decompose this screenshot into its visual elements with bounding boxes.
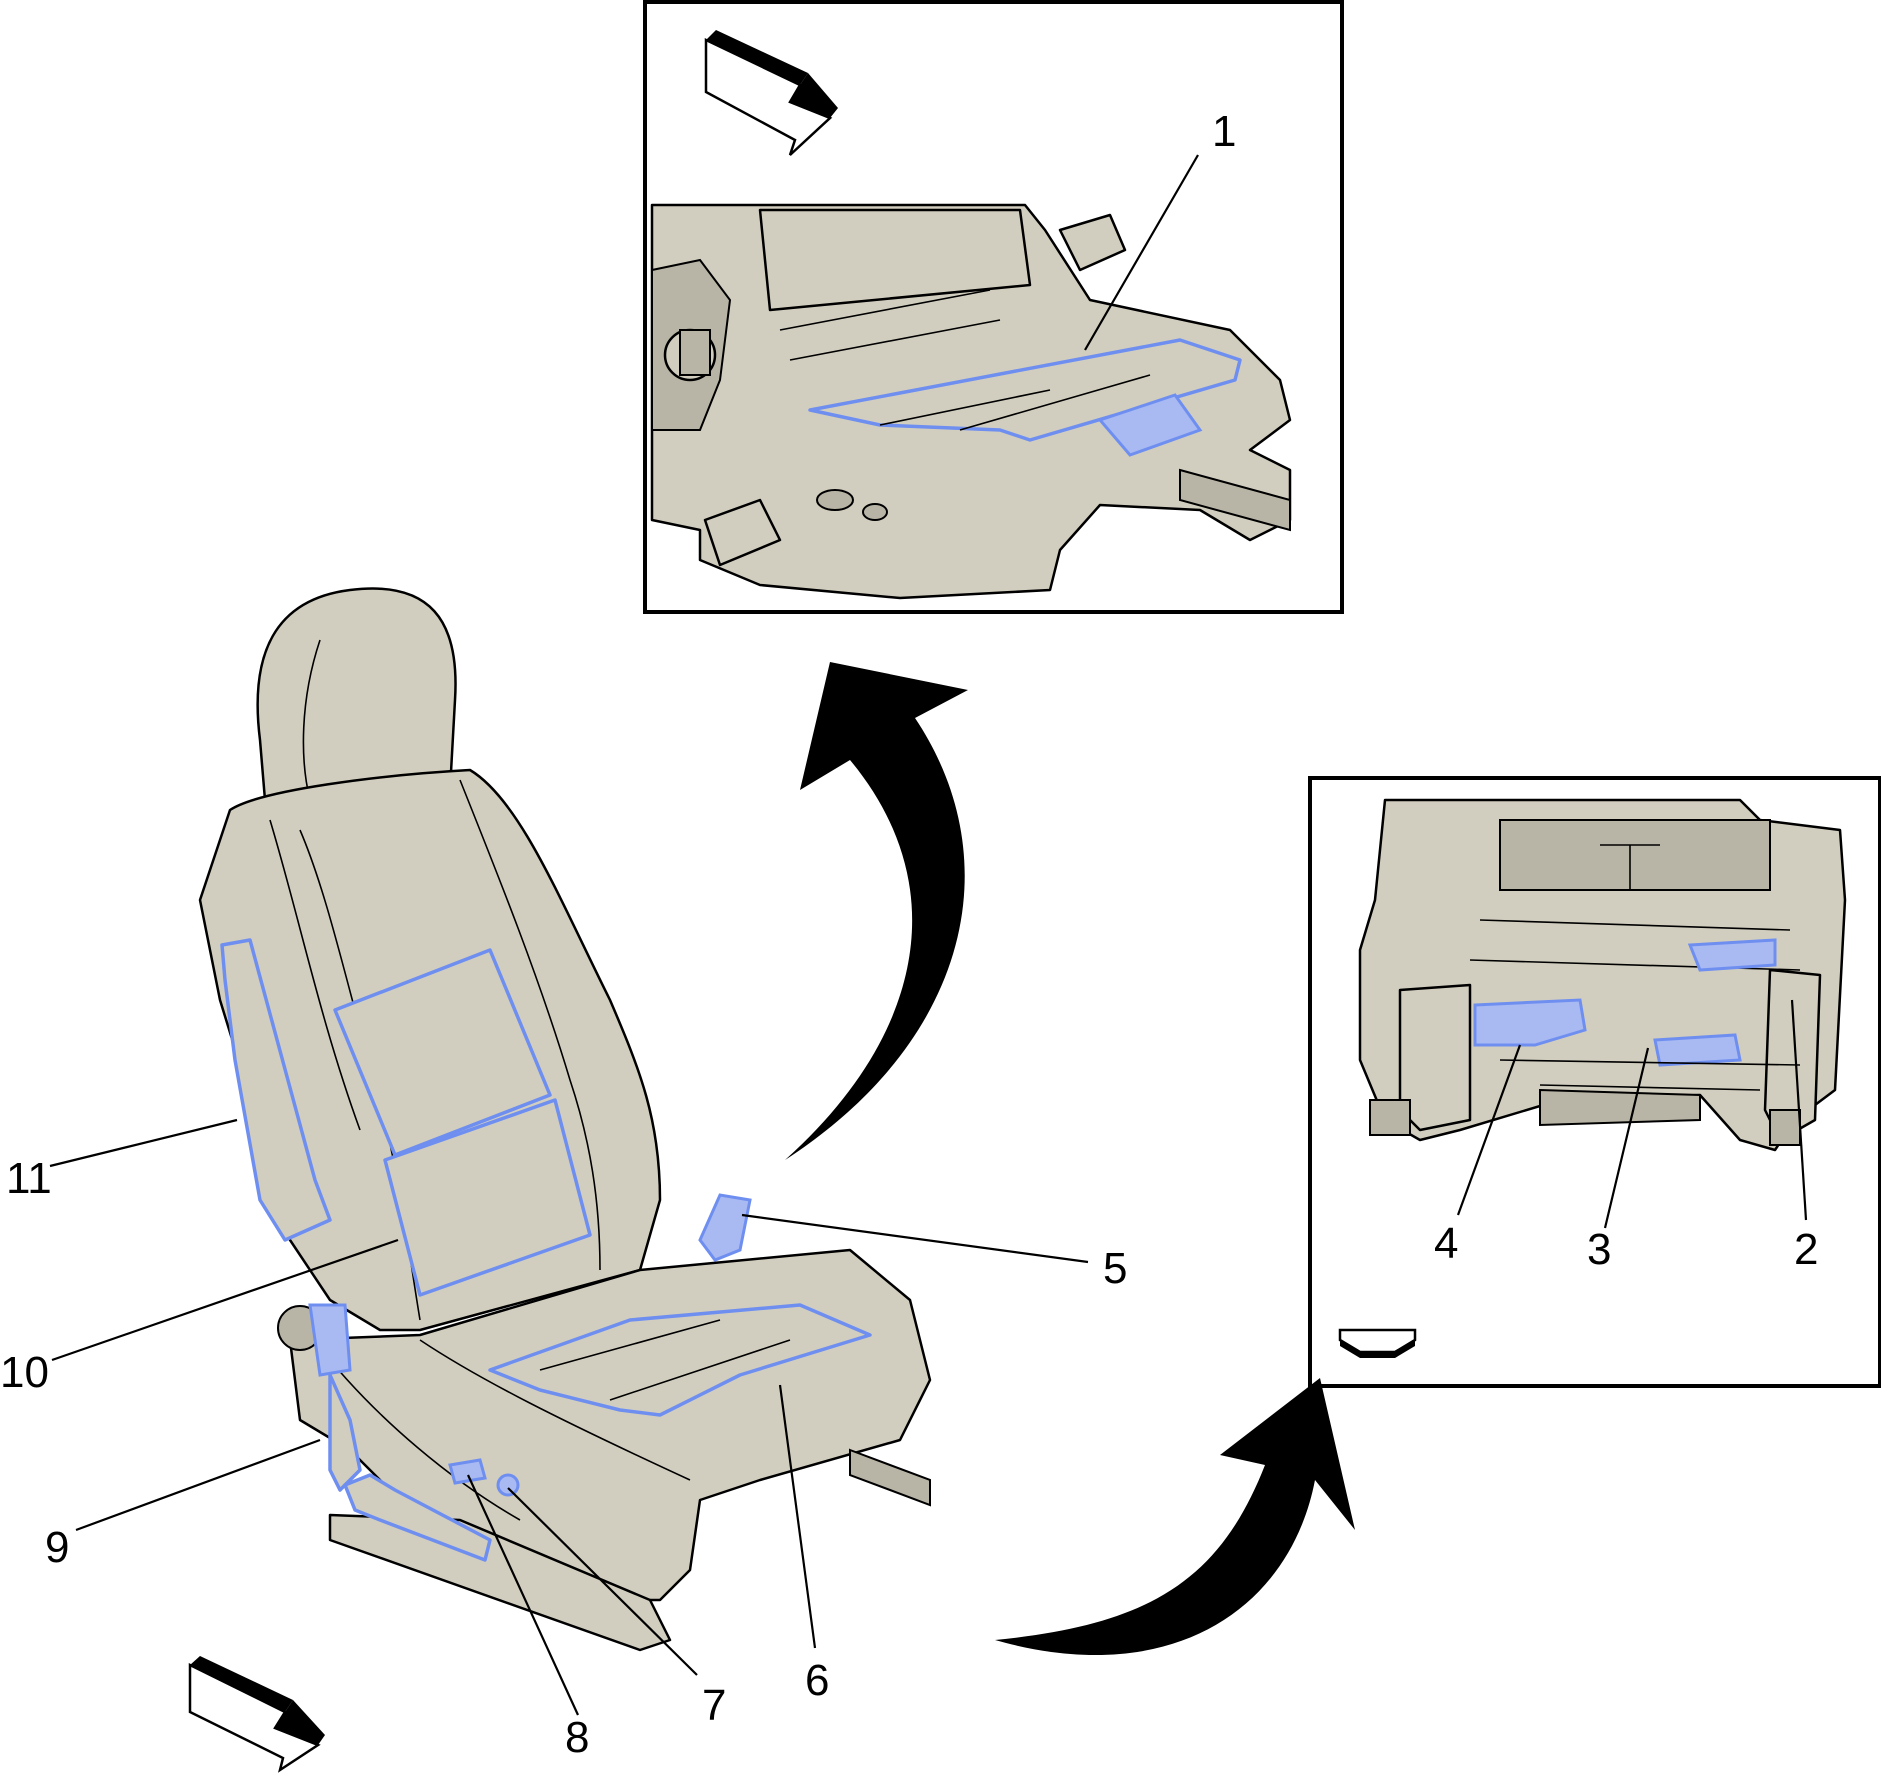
inset-seat-cushion-view [643,0,1344,614]
inset-seat-frame-drawing [1358,798,1847,1152]
callout-1: 1 [1212,107,1236,156]
headrest [256,587,457,807]
recliner-switch [308,1303,352,1377]
leader-7 [507,1487,698,1676]
direction-arrow-icon [188,1656,325,1773]
leader-5 [741,1213,1089,1264]
main-seat-drawing [198,587,932,1652]
seatback-side-module [220,938,332,1242]
down-arrow-icon [1338,1328,1417,1358]
seat-cushion-heater-pad [488,1303,872,1417]
leader-4 [1456,1044,1522,1216]
callout-3: 3 [1587,1225,1611,1274]
inset-seat-cushion-drawing [650,203,1292,600]
callout-11: 11 [6,1154,52,1203]
leader-6 [778,1384,817,1649]
motor-front [1473,998,1587,1047]
leader-3 [1603,1047,1650,1229]
motor-center [1653,1033,1742,1067]
callout-6: 6 [805,1656,829,1705]
callout-7: 7 [702,1681,726,1730]
seat-adjuster-switch [448,1458,487,1485]
seat-adjuster-rod [343,1473,492,1562]
leader-11 [49,1118,238,1168]
leader-10 [51,1238,399,1362]
curved-arrow-right-icon [995,1378,1355,1656]
leader-2 [1790,999,1808,1221]
leader-9 [75,1438,321,1532]
curved-arrow-up-icon [785,662,968,1160]
leader-1 [1084,154,1199,351]
callout-2: 2 [1794,1225,1818,1274]
callout-9: 9 [45,1523,69,1572]
inset-module [1097,393,1203,457]
seat-belt-buckle [698,1193,752,1262]
motor-rear [1687,938,1777,972]
callout-labels: 1 2 3 4 5 6 7 8 9 10 11 [0,107,1818,1762]
callout-10: 10 [0,1348,49,1397]
seat-track [328,1513,672,1652]
callout-8: 8 [565,1713,589,1762]
seatback-heater-pad-upper [333,948,552,1157]
leader-8 [467,1474,579,1716]
lumbar-switch [496,1473,520,1497]
callout-5: 5 [1103,1244,1127,1293]
recliner-link [328,1373,362,1492]
inset-seat-underside-view [1308,776,1881,1388]
seatback-heater-pad-lower [383,1098,592,1297]
leader-lines [49,154,1808,1716]
callout-4: 4 [1434,1219,1458,1268]
direction-arrow-icon [704,30,838,156]
